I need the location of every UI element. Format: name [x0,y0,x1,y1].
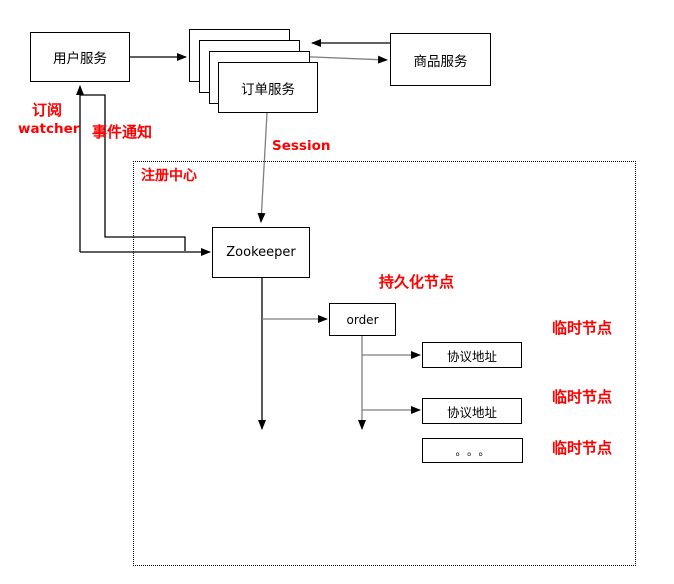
protocol-address-znode-2: 协议地址 [422,398,522,424]
ellipsis-znode: 。。。 [422,438,523,463]
ellipsis-label: 。。。 [455,444,496,458]
zookeeper-node: Zookeeper [212,227,310,278]
ephemeral-node-label-2: 临时节点 [552,388,613,406]
protocol-address-znode-1: 协议地址 [422,342,522,368]
protocol-address-label-1: 协议地址 [446,348,497,364]
session-connector [257,112,268,223]
order-znode: order [329,303,396,336]
user-service-label: 用户服务 [53,51,107,67]
persistent-node-label: 持久化节点 [379,273,455,291]
registry-center-label: 注册中心 [141,168,197,184]
protocol-address-label-2: 协议地址 [446,404,497,420]
product-service-node: 商品服务 [390,33,491,86]
order-znode-label: order [346,312,379,327]
event-notification-label: 事件通知 [92,123,153,141]
product-service-label: 商品服务 [413,53,468,70]
zookeeper-label: Zookeeper [226,245,296,260]
ephemeral-node-label-1: 临时节点 [552,319,613,337]
order-service-node: 订单服务 [218,62,318,113]
registry-boundary [133,161,636,566]
subscribe-label: 订阅 [31,101,62,119]
order-service-label: 订单服务 [241,81,295,98]
event-notification-elbow-connector [80,94,186,251]
watcher-label: watcher [18,121,80,138]
subscribe-watcher-label: 订阅 watcher [18,101,80,138]
ephemeral-node-label-3: 临时节点 [552,439,613,457]
session-label: Session [272,138,331,154]
user-service-node: 用户服务 [30,32,130,82]
